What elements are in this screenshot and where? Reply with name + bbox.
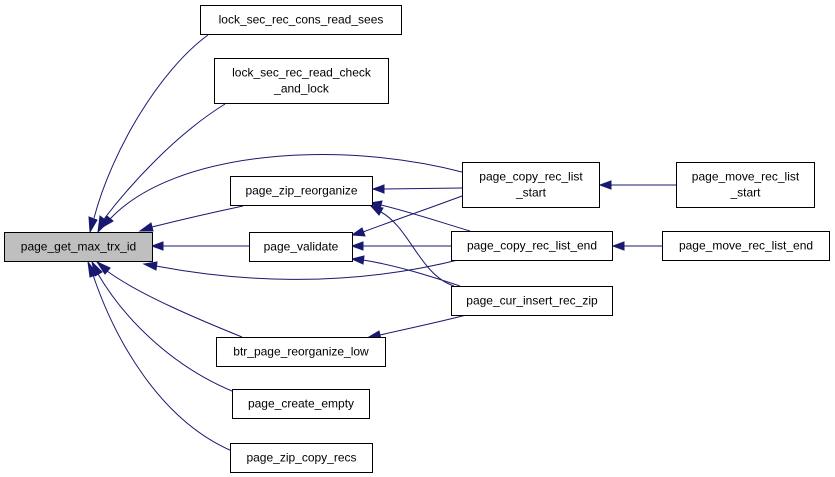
node-label: btr_page_reorganize_low xyxy=(233,345,369,359)
arrowhead xyxy=(350,241,364,251)
edge-line xyxy=(379,313,471,336)
node-label: page_create_empty xyxy=(248,397,354,411)
edge-line xyxy=(383,187,463,190)
edge-page_copy_rec_list_end-to-page_validate xyxy=(350,241,451,251)
edge-line xyxy=(97,273,243,396)
edge-page_move_rec_list_end-to-page_copy_rec_list_end xyxy=(611,241,662,251)
node-page-move-rec-list-end[interactable]: page_move_rec_list_end xyxy=(662,231,830,261)
edge-page_cur_insert_rec_zip-to-page_validate xyxy=(350,255,461,287)
node-page-zip-reorganize[interactable]: page_zip_reorganize xyxy=(230,176,373,206)
edge-page_copy_rec_list_end-to-page_zip_reorganize xyxy=(368,200,471,232)
node-page-move-rec-list-start[interactable]: page_move_rec_list _start xyxy=(676,162,815,208)
edge-page_validate-to-page_get_max_trx_id xyxy=(150,241,249,251)
arrowhead xyxy=(88,216,98,234)
arrowhead xyxy=(598,180,612,190)
edge-line xyxy=(362,259,461,287)
edge-page_cur_insert_rec_zip-to-btr_page_reorganize_low xyxy=(367,313,471,340)
arrowhead xyxy=(138,222,154,232)
node-label: _start xyxy=(515,186,547,200)
node-box xyxy=(451,286,613,316)
node-label: page_move_rec_list xyxy=(692,170,800,184)
node-label: page_copy_rec_list xyxy=(479,170,583,184)
node-label: page_get_max_trx_id xyxy=(21,240,136,254)
node-page-zip-copy-recs[interactable]: page_zip_copy_recs xyxy=(230,443,373,473)
node-label: page_cur_insert_rec_zip xyxy=(466,294,598,308)
node-label: page_copy_rec_list_end xyxy=(467,239,597,253)
node-box xyxy=(230,176,373,206)
arrowhead xyxy=(350,255,365,265)
node-box xyxy=(230,443,373,473)
edge-line xyxy=(151,205,244,228)
arrowhead xyxy=(150,241,164,251)
node-btr-page-reorganize-low[interactable]: btr_page_reorganize_low xyxy=(216,337,386,367)
node-label: lock_sec_rec_read_check xyxy=(232,66,372,80)
node-page-copy-rec-list-end[interactable]: page_copy_rec_list_end xyxy=(451,231,613,261)
edge-line xyxy=(109,154,463,220)
node-page-copy-rec-list-start[interactable]: page_copy_rec_list _start xyxy=(462,162,600,208)
nodes-layer: page_get_max_trx_id lock_sec_rec_cons_rea… xyxy=(4,5,830,473)
arrowhead xyxy=(142,261,158,271)
node-label: page_move_rec_list_end xyxy=(679,239,813,253)
node-box xyxy=(676,162,815,208)
arrowhead xyxy=(87,260,98,278)
node-box xyxy=(462,162,600,208)
edge-page_move_rec_list_start-to-page_copy_rec_list_start xyxy=(598,180,676,190)
edge-line xyxy=(380,204,471,232)
node-box xyxy=(4,232,153,262)
arrowhead xyxy=(350,227,366,237)
edge-page_create_empty-to-page_get_max_trx_id xyxy=(91,260,243,396)
edge-line xyxy=(155,258,463,280)
node-box xyxy=(662,231,830,261)
edge-line xyxy=(106,270,243,338)
node-box xyxy=(232,389,370,419)
edge-page_copy_rec_list_end-to-page_get_max_trx_id xyxy=(142,258,463,280)
node-box xyxy=(214,58,389,104)
edge-line xyxy=(93,34,209,219)
node-page-validate[interactable]: page_validate xyxy=(249,232,353,262)
node-page-cur-insert-rec-zip[interactable]: page_cur_insert_rec_zip xyxy=(451,286,613,316)
node-label: _start xyxy=(729,186,761,200)
edge-line xyxy=(92,274,233,452)
node-box xyxy=(451,231,613,261)
arrowhead xyxy=(371,184,385,194)
edge-page_copy_rec_list_start-to-page_validate xyxy=(350,195,463,237)
node-lock-sec-rec-read-check-and-lock[interactable]: lock_sec_rec_read_check _and_lock xyxy=(214,58,389,104)
node-box xyxy=(200,5,402,35)
node-label: page_zip_copy_recs xyxy=(246,451,356,465)
node-page-create-empty[interactable]: page_create_empty xyxy=(232,389,370,419)
arrowhead xyxy=(99,215,114,230)
node-label: page_zip_reorganize xyxy=(245,184,357,198)
node-label: page_validate xyxy=(264,240,339,254)
edge-lock_sec_rec_cons_read_sees-to-page_get_max_trx_id xyxy=(88,34,209,234)
edge-line xyxy=(362,195,463,233)
node-lock-sec-rec-cons-read-sees[interactable]: lock_sec_rec_cons_read_sees xyxy=(200,5,402,35)
edge-btr_page_reorganize_low-to-page_get_max_trx_id xyxy=(95,260,243,338)
node-label: _and_lock xyxy=(273,82,330,96)
edge-page_zip_reorganize-to-page_get_max_trx_id xyxy=(138,205,244,232)
node-box xyxy=(216,337,386,367)
edge-line xyxy=(103,103,226,220)
arrowhead xyxy=(369,205,384,216)
edges-layer xyxy=(87,34,676,452)
node-page-get-max-trx-id[interactable]: page_get_max_trx_id xyxy=(4,232,153,262)
node-label: lock_sec_rec_cons_read_sees xyxy=(219,13,384,27)
edge-page_copy_rec_list_start-to-page_zip_reorganize xyxy=(371,184,463,194)
arrowhead xyxy=(611,241,625,251)
node-box xyxy=(249,232,353,262)
edge-page_zip_copy_recs-to-page_get_max_trx_id xyxy=(87,260,233,452)
arrowhead xyxy=(95,260,111,275)
edge-page_copy_rec_list_start-to-page_get_max_trx_id xyxy=(99,154,463,230)
